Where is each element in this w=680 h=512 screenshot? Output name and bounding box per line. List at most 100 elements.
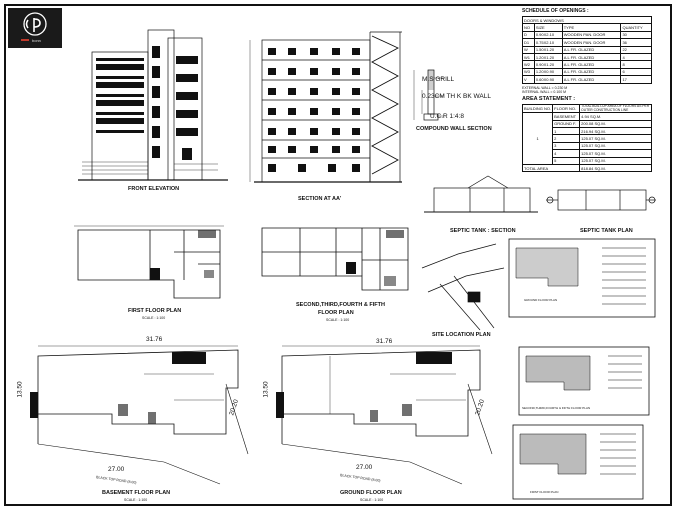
thumb-first-floor	[512, 424, 644, 500]
septic-plan-title: SEPTIC TANK PLAN	[580, 228, 633, 234]
first-floor-scale: SCALE : 1:100	[142, 316, 166, 320]
septic-tank-drawing	[424, 175, 656, 213]
schedule-cell: D	[522, 30, 535, 40]
area-cell: 125.07 SQ.M.	[579, 141, 652, 151]
ground-plan-drawing	[276, 345, 493, 485]
schedule-header: NO	[522, 23, 535, 32]
schedule-header: SIZE	[533, 23, 563, 32]
schedule-cell: 36	[620, 38, 652, 47]
drawing-sheet	[4, 4, 672, 506]
schedule-cell: WOODEN PAN. DOOR	[561, 38, 622, 47]
thumb-ground-floor	[508, 238, 656, 318]
basement-scale: SCALE : 1:100	[124, 498, 148, 502]
section-aa-title: SECTION AT AA'	[298, 196, 342, 202]
schedule-header: QUANTITY	[620, 23, 652, 32]
basement-width-dim: 31.76	[146, 336, 163, 343]
area-cell: 125.07 SQ.M.	[579, 156, 652, 165]
schedule-cell: V	[522, 75, 535, 84]
schedule-cell: 22	[620, 45, 652, 54]
area-cell: 2	[552, 134, 581, 143]
schedule-subtitle: DOORS & WINDOWS	[522, 15, 652, 25]
schedule-cell: W1	[522, 52, 535, 62]
area-cell: 200.08 SQ.M.	[579, 119, 652, 128]
front-elevation-title: FRONT ELEVATION	[128, 186, 180, 192]
logo: bonn	[8, 8, 62, 48]
area-cell: 4.94 SQ.M.	[579, 112, 652, 121]
schedule-cell: 0.60X0.90	[533, 75, 563, 84]
area-cell: 4	[552, 149, 581, 158]
front-elevation-drawing	[78, 29, 228, 181]
schedule-header: TYPE	[561, 23, 622, 32]
schedule-cell: 1.50X1.20	[533, 45, 563, 54]
schedule-cell: A.L FR. GLAZED	[561, 60, 622, 69]
schedule-of-openings: SCHEDULE OF OPENINGS : DOORS & WINDOWS N…	[522, 8, 652, 94]
septic-section-title: SEPTIC TANK : SECTION	[450, 228, 516, 234]
schedule-cell: A.L FR. GLAZED	[561, 52, 622, 62]
compound-wall-drawing	[413, 69, 444, 121]
schedule-cell: 1.20X1.20	[533, 52, 563, 62]
schedule-cell: WOODEN PAN. DOOR	[561, 30, 622, 40]
schedule-cell: W3	[522, 67, 535, 77]
bk-wall-label: 0.23CM TH K BK WALL	[422, 93, 491, 100]
area-header: TOTAL BUILT-UP AREA OF FLOORS AS PER OUT…	[579, 103, 652, 114]
ms-grill-label: M.S GRILL	[422, 76, 455, 83]
ground-title: GROUND FLOOR PLAN	[340, 490, 402, 496]
ground-rear-dim: 27.00	[356, 464, 373, 471]
typical-floor-title-2: FLOOR PLAN	[318, 310, 354, 316]
schedule-cell: A.L FR. GLAZED	[561, 75, 622, 84]
compound-wall-title: COMPOUND WALL SECTION	[416, 126, 492, 132]
area-cell: GROUND F.	[552, 119, 581, 128]
area-header: FLOOR NO.	[552, 103, 581, 114]
schedule-cell: 0.75X2.10	[533, 38, 563, 47]
area-cell: 3	[552, 141, 581, 151]
ucr-label: U.C.R 1:4:8	[430, 113, 464, 120]
area-title: AREA STATEMENT :	[522, 96, 576, 102]
typical-floor-title: SECOND,THIRD,FOURTH & FIFTH	[296, 302, 385, 308]
typical-floor-plan-drawing	[261, 227, 409, 291]
schedule-cell: A.L FR. GLAZED	[561, 45, 622, 54]
schedule-cell: A.L FR. GLAZED	[561, 67, 622, 77]
area-table: BUILDING NO. FLOOR NO. TOTAL BUILT-UP AR…	[521, 103, 652, 173]
basement-title: BASEMENT FLOOR PLAN	[102, 490, 171, 496]
ground-width-dim: 31.76	[376, 338, 393, 345]
schedule-cell: 1.20X0.90	[533, 67, 563, 77]
schedule-note: INTERNAL WALL = 0.100 M	[522, 89, 567, 94]
first-floor-title: FIRST FLOOR PLAN	[128, 308, 182, 314]
area-cell: 125.07 SQ.M.	[579, 149, 652, 158]
area-cell: 216.94 SQ.M.	[579, 126, 652, 136]
section-aa-drawing	[249, 31, 402, 183]
first-floor-plan-drawing	[74, 225, 224, 299]
basement-plan-drawing	[30, 345, 249, 485]
area-cell: 125.07 SQ.M.	[579, 134, 652, 143]
schedule-cell: W	[522, 45, 535, 54]
area-cell: 5	[552, 156, 581, 165]
area-statement: AREA STATEMENT : BUILDING NO. FLOOR NO. …	[521, 96, 652, 173]
thumb-typical-floor	[518, 346, 650, 416]
thumb-ground-title: GROUND FLOOR PLAN	[524, 298, 558, 302]
schedule-title: SCHEDULE OF OPENINGS :	[522, 8, 589, 14]
basement-depth-dim: 13.50	[16, 381, 24, 398]
basement-rear-dim: 27.00	[108, 466, 125, 473]
schedule-cell: 0.90X2.10	[533, 30, 563, 40]
logo-caption: bonn	[32, 38, 41, 43]
schedule-note: EXTERNAL WALL = 0.230 M	[522, 85, 568, 90]
thumb-first-title: FIRST FLOOR PLAN	[530, 490, 559, 494]
schedule-cell: 30	[620, 30, 652, 40]
schedule-cell: W2	[522, 60, 535, 69]
ground-depth-dim: 13.50	[262, 381, 270, 398]
schedule-cell: 6	[620, 67, 652, 77]
area-total-label: TOTAL AREA	[521, 163, 581, 173]
thumb-typical-title: SECOND,THIRD,FOURTH & FIFTH FLOOR PLAN	[522, 406, 591, 410]
schedule-cell: D1	[522, 38, 535, 47]
schedule-cell: 17	[620, 75, 652, 84]
area-header: BUILDING NO.	[521, 103, 554, 114]
schedule-cell: 4	[620, 52, 652, 62]
